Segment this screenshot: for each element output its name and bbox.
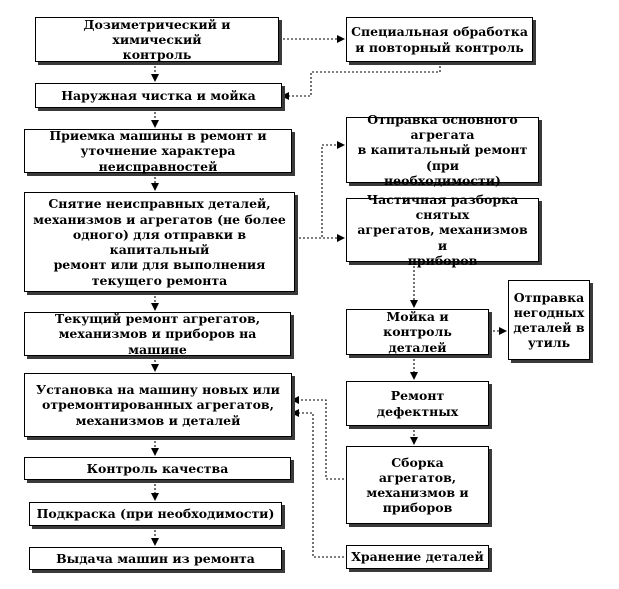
box-dispatch-main-unit: Отправка основного агрегата в капитальны… [346, 112, 539, 188]
arrow-special-to-washing [281, 62, 441, 100]
box-installation: Установка на машину новых или отремонтир… [24, 373, 292, 437]
box-removal: Снятие неисправных деталей, механизмов и… [24, 192, 295, 292]
box-defect-repair-label: Ремонт дефектных [376, 388, 459, 419]
box-parts-storage: Хранение деталей [346, 545, 489, 569]
box-dosimetric-control-label: Дозиметрический и химический контроль [83, 16, 231, 63]
box-parts-storage-label: Хранение деталей [351, 549, 484, 565]
arrow-storage-to-installation [291, 409, 344, 558]
box-painting-label: Подкраска (при необходимости) [36, 506, 275, 522]
box-assembly-label: Сборка агрегатов, механизмов и приборов [366, 454, 469, 516]
box-current-repair-label: Текущий ремонт агрегатов, механизмов и п… [54, 311, 261, 357]
box-assembly: Сборка агрегатов, механизмов и приборов [346, 446, 489, 524]
arrow-assembly-to-installation [291, 396, 344, 480]
box-special-treatment-label: Специальная обработка и повторный контро… [351, 24, 528, 55]
box-exterior-washing: Наружная чистка и мойка [35, 83, 282, 108]
box-quality-control: Контроль качества [24, 457, 291, 480]
arrow-removal-to-dispatch [295, 141, 345, 239]
box-wash-and-control: Мойка и контроль деталей [346, 309, 489, 355]
box-dosimetric-control: Дозиметрический и химический контроль [35, 17, 279, 62]
box-defect-repair: Ремонт дефектных [346, 381, 489, 426]
box-removal-label: Снятие неисправных деталей, механизмов и… [33, 196, 286, 288]
box-current-repair: Текущий ремонт агрегатов, механизмов и п… [24, 311, 291, 357]
box-release: Выдача машин из ремонта [29, 547, 282, 570]
box-exterior-washing-label: Наружная чистка и мойка [61, 87, 256, 103]
box-painting: Подкраска (при необходимости) [29, 502, 282, 526]
box-partial-disassembly-label: Частичная разборка снятых агрегатов, мех… [357, 191, 528, 268]
box-acceptance-label: Приемка машины в ремонт и уточнение хара… [49, 128, 267, 174]
box-wash-and-control-label: Мойка и контроль деталей [383, 309, 452, 355]
box-release-label: Выдача машин из ремонта [56, 550, 255, 566]
box-quality-control-label: Контроль качества [86, 460, 229, 476]
box-acceptance: Приемка машины в ремонт и уточнение хара… [24, 128, 292, 174]
box-installation-label: Установка на машину новых или отремонтир… [36, 382, 280, 428]
box-scrap-dispatch: Отправка негодных деталей в утиль [508, 280, 590, 360]
box-scrap-dispatch-label: Отправка негодных деталей в утиль [513, 289, 585, 351]
box-special-treatment: Специальная обработка и повторный контро… [346, 17, 533, 62]
box-dispatch-main-unit-label: Отправка основного агрегата в капитальны… [357, 111, 528, 188]
box-partial-disassembly: Частичная разборка снятых агрегатов, мех… [346, 192, 539, 268]
